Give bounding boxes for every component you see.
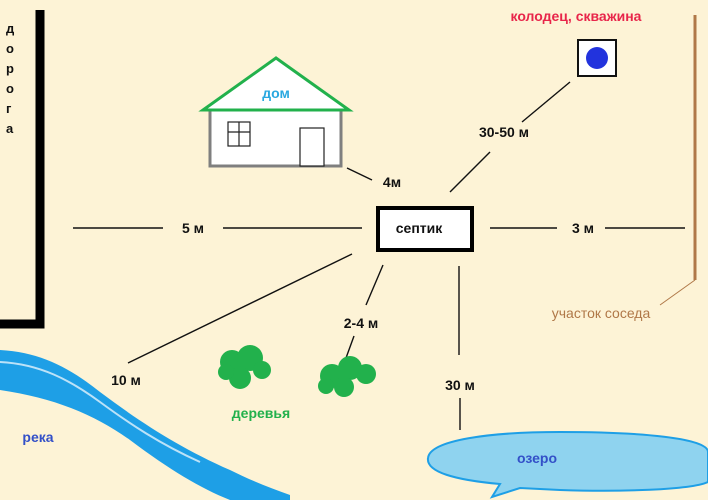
house-door (299, 127, 325, 167)
distance-lake-label: 30 м (445, 377, 475, 393)
road-line (0, 10, 45, 329)
line-to-trees-upper (365, 264, 384, 306)
house: дом (198, 56, 354, 168)
house-label: дом (262, 85, 290, 101)
road-letter-4: о (6, 81, 14, 96)
distance-river-label: 10 м (111, 372, 141, 388)
neighbor-pointer (659, 279, 696, 306)
road-letter-2: о (6, 41, 14, 56)
line-to-house (346, 167, 373, 181)
house-roof (198, 56, 354, 112)
distance-house-label: 4м (383, 174, 401, 190)
distance-trees-label: 2-4 м (344, 315, 378, 331)
distance-road-label: 5 м (182, 220, 204, 236)
road-letter-1: д (6, 21, 15, 36)
well: колодец, скважина (511, 8, 642, 77)
septic-label: септик (396, 220, 443, 236)
distance-well-label: 30-50 м (479, 124, 529, 140)
lake (426, 430, 708, 499)
well-dot (586, 47, 608, 69)
road-label: д о р о г а (6, 21, 15, 136)
road-letter-5: г (6, 101, 12, 116)
lake-label: озеро (517, 450, 557, 466)
river (0, 350, 290, 500)
road-letter-6: а (6, 121, 14, 136)
line-to-well-lower (449, 151, 491, 193)
river-label: река (22, 429, 53, 445)
septic-tank: септик (376, 206, 474, 252)
neighbor-label: участок соседа (552, 305, 651, 321)
distance-neighbor-label: 3 м (572, 220, 594, 236)
road-letter-3: р (6, 61, 14, 76)
trees-label: деревья (232, 405, 290, 421)
line-to-trees-lower (345, 335, 355, 359)
river-highlight (0, 361, 201, 463)
tree-right (318, 356, 376, 397)
line-to-well-upper (521, 81, 571, 123)
septic-box (376, 206, 474, 252)
line-to-river (127, 253, 353, 364)
tree-left (218, 345, 271, 389)
well-label: колодец, скважина (511, 8, 642, 24)
